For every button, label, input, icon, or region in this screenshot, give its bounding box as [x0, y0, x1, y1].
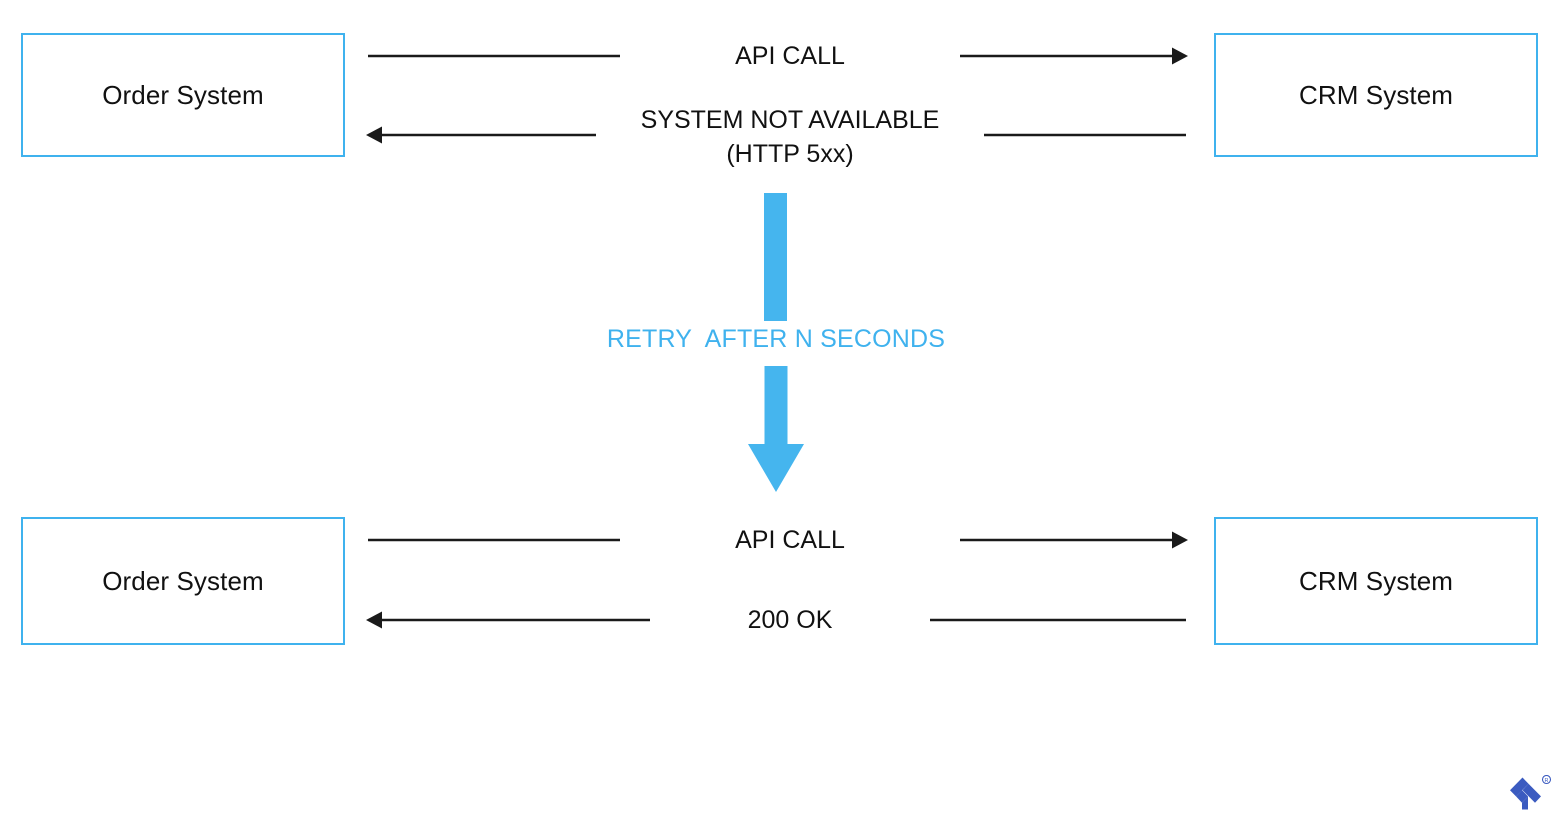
- system-not-available-line1: SYSTEM NOT AVAILABLE: [640, 106, 940, 134]
- retry-arrow-shaft-upper: [764, 193, 787, 321]
- order-system-box-bottom: Order System: [21, 517, 345, 645]
- api-call-label-top: API CALL: [620, 39, 960, 73]
- two-hundred-ok-label-bottom: 200 OK: [650, 603, 930, 637]
- system-not-available-label-top: SYSTEM NOT AVAILABLE (HTTP 5xx): [596, 103, 984, 171]
- crm-system-label-bottom: CRM System: [1298, 565, 1454, 596]
- retry-arrow-down-icon: [748, 366, 804, 494]
- toptal-logo-icon: R: [1503, 775, 1553, 815]
- crm-system-box-top: CRM System: [1214, 33, 1538, 157]
- retry-after-n-seconds-label: RETRY AFTER N SECONDS: [606, 325, 946, 353]
- svg-text:R: R: [1545, 778, 1549, 784]
- system-not-available-line2: (HTTP 5xx): [726, 140, 854, 168]
- order-system-label-top: Order System: [102, 79, 264, 110]
- order-system-label-bottom: Order System: [102, 565, 264, 596]
- crm-system-box-bottom: CRM System: [1214, 517, 1538, 645]
- api-call-label-bottom: API CALL: [620, 523, 960, 557]
- order-system-box-top: Order System: [21, 33, 345, 157]
- crm-system-label-top: CRM System: [1298, 79, 1454, 110]
